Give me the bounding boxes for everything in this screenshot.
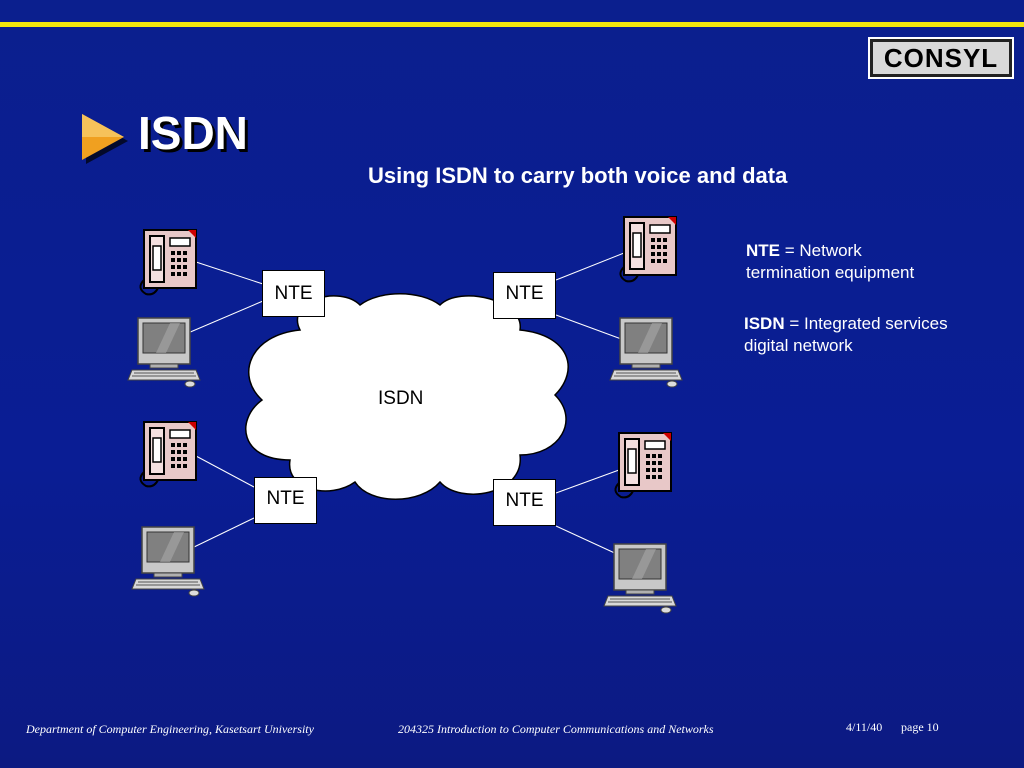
page-title: ISDN (138, 107, 248, 159)
top-accent-line (0, 22, 1024, 27)
computer-icon (603, 543, 677, 614)
title-bullet-icon (82, 114, 128, 164)
nte-box: NTE (493, 272, 556, 319)
legend-definition: digital network (744, 336, 853, 355)
legend-definition: = Network (780, 241, 862, 260)
footer-course: 204325 Introduction to Computer Communic… (398, 722, 714, 736)
legend-nte: NTE = Network termination equipment (746, 240, 914, 284)
computer-icon (609, 317, 683, 388)
computer-icon (127, 317, 201, 388)
legend-definition: termination equipment (746, 263, 915, 282)
footer-date: 4/11/40 (846, 720, 883, 734)
legend-term: ISDN (744, 314, 785, 333)
footer-department: Department of Computer Engineering, Kase… (26, 722, 314, 736)
consyl-logo: CONSYL (868, 37, 1014, 79)
cloud-label: ISDN (378, 388, 424, 409)
computer-icon (131, 526, 205, 597)
connection-lines (187, 252, 625, 556)
phone-icon (619, 216, 677, 283)
phone-icon (139, 421, 197, 488)
nte-box: NTE (493, 479, 556, 526)
legend-term: NTE (746, 241, 780, 260)
isdn-cloud (245, 293, 569, 500)
footer-page-number: page 10 (901, 720, 939, 734)
diagram-subtitle: Using ISDN to carry both voice and data (368, 163, 788, 188)
phone-icon (139, 229, 197, 296)
legend-definition: = Integrated services (784, 314, 948, 333)
nte-box: NTE (254, 477, 317, 524)
legend-isdn: ISDN = Integrated services digital netwo… (744, 313, 948, 357)
nte-box: NTE (262, 270, 325, 317)
phone-icon (614, 432, 672, 499)
